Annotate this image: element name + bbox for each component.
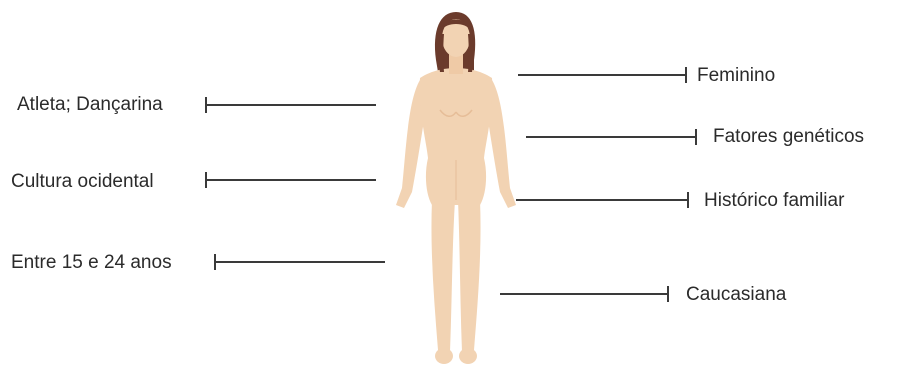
left-connector-lines <box>206 97 385 270</box>
label-athlete-dancer: Atleta; Dançarina <box>17 94 163 116</box>
label-female: Feminino <box>697 65 775 87</box>
label-age-range: Entre 15 e 24 anos <box>11 252 172 274</box>
label-western-culture: Cultura ocidental <box>11 171 154 193</box>
female-body-figure <box>396 12 516 364</box>
label-genetic-factors: Fatores genéticos <box>713 126 864 148</box>
right-connector-lines <box>500 67 696 302</box>
label-caucasian: Caucasiana <box>686 284 786 306</box>
label-family-history: Histórico familiar <box>704 190 844 212</box>
